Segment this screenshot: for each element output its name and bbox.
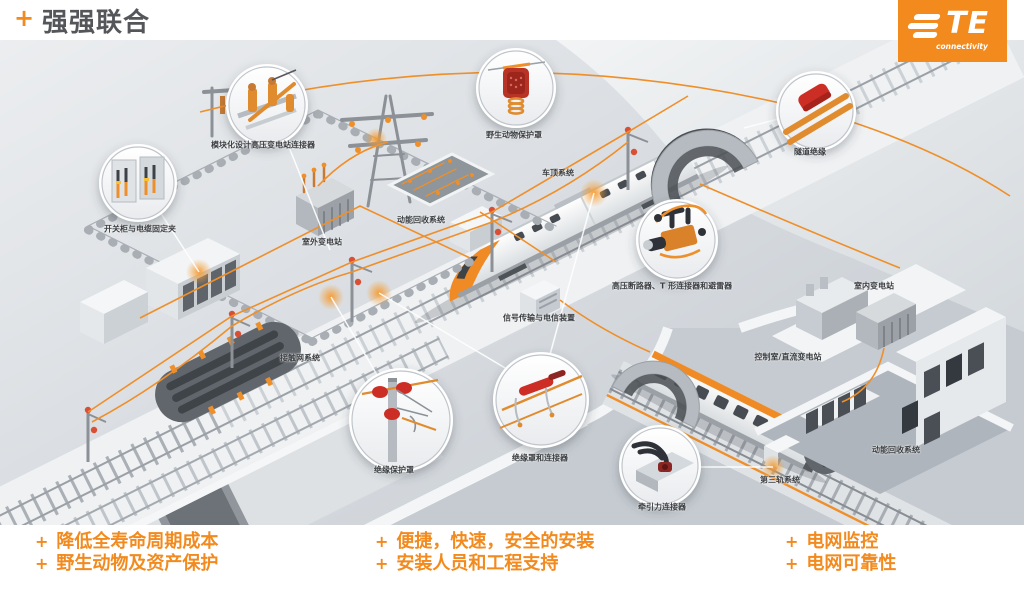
traction-connector-icon: [631, 441, 694, 492]
diagram-label-hv-breaker-t-connector-arrester: 高压断路器、T 形连接器和避雷器: [611, 281, 733, 291]
plus-icon: +: [35, 532, 49, 551]
tunnel-insulation-icon: [783, 83, 853, 145]
diagram-label-energy-recovery-system-bottom: 动能回收系统: [872, 445, 920, 455]
page-title: 强强联合: [42, 8, 151, 38]
callout-leader-lines: [159, 117, 783, 468]
footer-item: +电网监控: [785, 531, 879, 552]
power-cables: [87, 71, 1011, 423]
switchgear-cabinet-icon: [111, 156, 165, 203]
header-plus-icon: +: [14, 4, 35, 32]
high-speed-tunnel-portal: [650, 128, 759, 212]
metro-roof-stripe: [651, 350, 806, 434]
te-logo-subtext: connectivity: [936, 42, 988, 51]
wildlife-cover-icon: [487, 61, 546, 115]
diagram-label-modular-hv-substation-connector: 模块化设计高压变电站连接器: [211, 140, 315, 150]
callout-traction-connector: [619, 425, 701, 507]
diagram-label-tunnel-insulation: 隧道绝缘: [794, 147, 826, 157]
container-building: [80, 280, 148, 344]
footer-item: +电网可靠性: [785, 553, 897, 574]
footer-item: +野生动物及资产保护: [35, 553, 219, 574]
diagram-label-insulation-protective-cover: 绝缘保护罩: [374, 465, 414, 475]
train-nose-stripe: [449, 239, 500, 302]
finned-transformer: [856, 293, 916, 350]
footer-column-benefits-middle: +便捷，快速，安全的安装 +安装人员和工程支持: [375, 531, 594, 575]
cable-trough-left: [155, 321, 301, 423]
insulation-cover-icon: [499, 369, 583, 429]
callout-insulation-covers: [493, 352, 589, 448]
diagram-label-catenary-system: 接触网系统: [280, 353, 320, 363]
busbar-connector-icon: [237, 69, 297, 130]
footer-item: +便捷，快速，安全的安装: [375, 531, 595, 552]
callout-insulation-protective-cover: [349, 368, 453, 472]
header: + 强强联合: [0, 0, 1024, 40]
energy-recovery-cabinets-bottom: [896, 307, 1006, 447]
te-logo-text: TE: [946, 6, 989, 41]
indoor-substation-group: [772, 264, 966, 362]
substation-machine: [796, 277, 868, 340]
te-connectivity-logo: TE connectivity: [898, 0, 1007, 62]
diagram-label-indoor-substation: 室内变电站: [854, 281, 894, 291]
high-speed-train: [414, 144, 728, 324]
footer-item: +安装人员和工程支持: [375, 553, 559, 574]
insulation-protective-cover-icon: [361, 378, 439, 462]
diagram-label-switchgear-cable-clamp: 开关柜与电缆固定夹: [104, 224, 176, 234]
footer: +降低全寿命周期成本 +野生动物及资产保护 +便捷，快速，安全的安装 +安装人员…: [0, 525, 1024, 600]
diagram-label-insulation-covers-connectors: 绝缘罩和连接器: [512, 453, 568, 463]
diagram-label-energy-recovery-system-top: 动能回收系统: [397, 215, 445, 225]
plus-icon: +: [785, 532, 799, 551]
diagram-label-roof-system: 车顶系统: [542, 168, 574, 178]
footer-column-benefits-left: +降低全寿命周期成本 +野生动物及资产保护: [35, 531, 218, 575]
plus-icon: +: [35, 554, 49, 573]
plus-icon: +: [375, 532, 389, 551]
footer-item: +降低全寿命周期成本: [35, 531, 219, 552]
footer-column-benefits-right: +电网监控 +电网可靠性: [785, 531, 896, 575]
plus-icon: +: [785, 554, 799, 573]
diagram-label-traction-connector: 牵引力连接器: [638, 502, 686, 512]
te-logo-bars-icon: [907, 14, 942, 40]
callout-wildlife-cover: [476, 48, 556, 128]
callout-tunnel-insulation: [776, 71, 856, 151]
energy-recovery-pit-top: [386, 152, 496, 207]
diagram-label-third-rail-system: 第三轨系统: [760, 475, 800, 485]
hv-breaker-icon: [643, 204, 708, 259]
diagram-label-control-room-dc-substation: 控制室/直流变电站: [754, 352, 822, 362]
diagram-label-outdoor-substation: 室外变电站: [302, 237, 342, 247]
diagram-label-signal-telecom-devices: 信号传输与电信装置: [503, 313, 575, 323]
signal-equipment-cabinets: [520, 280, 560, 320]
diagram-label-wildlife-protection-cover: 野生动物保护罩: [486, 130, 542, 140]
callout-hv-breaker: [636, 199, 718, 281]
callout-switchgear-cable-clamp: [99, 144, 177, 222]
control-cabinet-row: [800, 384, 880, 434]
metro-tunnel-portal: [611, 360, 700, 429]
callout-modular-hv-connector: [226, 64, 308, 146]
plus-icon: +: [375, 554, 389, 573]
